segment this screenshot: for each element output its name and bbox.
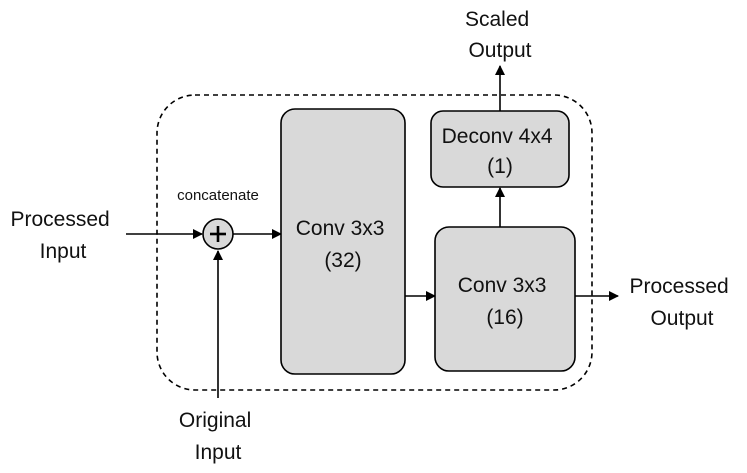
module-boundary <box>156 94 593 391</box>
conv16-block: Conv 3x3 (16) <box>434 226 576 372</box>
svg-text:Conv 3x3 (32): Conv 3x3 (32) <box>296 217 391 272</box>
conv32-block: Conv 3x3 (32) <box>280 108 406 375</box>
concatenate-node <box>202 218 234 250</box>
processed-output-label: Processed Output <box>629 275 734 330</box>
scaled-output-label: Scaled Output <box>465 8 535 62</box>
deconv-block: Deconv 4x4 (1) <box>430 110 570 188</box>
concatenate-label: concatenate <box>177 187 259 204</box>
svg-text:Conv 3x3 (16): Conv 3x3 (16) <box>458 274 553 329</box>
processed-input-label: Processed Input <box>10 208 115 263</box>
svg-text:Deconv 4x4 (1): Deconv 4x4 (1) <box>442 125 559 178</box>
original-input-label: Original Input <box>179 409 257 464</box>
